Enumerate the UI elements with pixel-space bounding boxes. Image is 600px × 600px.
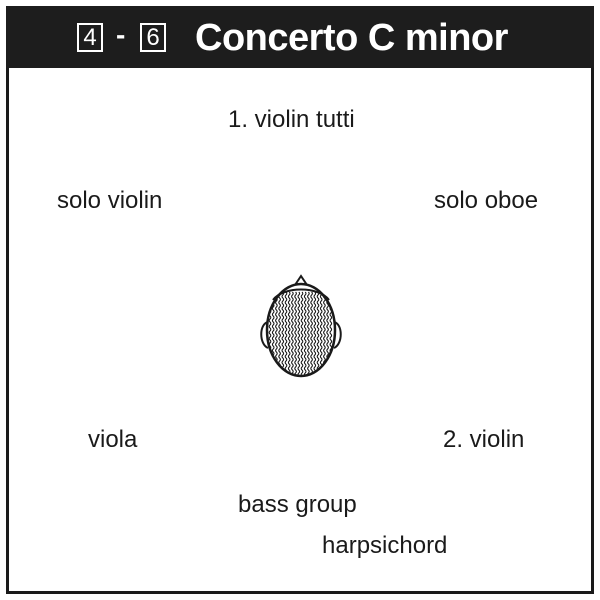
track-range-separator: - [116, 19, 126, 50]
label-harpsichord: harpsichord [322, 532, 448, 559]
track-end-box: 6 [140, 23, 166, 52]
track-start-box: 4 [77, 23, 103, 52]
hair-strand [300, 291, 304, 376]
hair-strand [319, 291, 323, 376]
hair-strand [303, 291, 307, 376]
label-solo-oboe: solo oboe [434, 187, 539, 214]
hair-strand [307, 291, 310, 376]
title-bar: 4 - 6 Concerto C minor [6, 6, 594, 68]
label-bass-group: bass group [238, 491, 357, 518]
hair-strand [291, 291, 294, 376]
hair-strand [287, 291, 291, 376]
hair-strand [297, 291, 301, 376]
label-violin-2: 2. violin [443, 426, 525, 453]
label-viola: viola [88, 426, 138, 453]
hair-strand [281, 291, 285, 376]
listener-head-icon [260, 274, 342, 378]
hair-strand [284, 291, 288, 376]
hair-strand [316, 291, 320, 376]
hair-strand [268, 291, 272, 376]
page-title: Concerto C minor [195, 17, 508, 59]
label-violin-tutti-1: 1. violin tutti [228, 106, 355, 133]
hair-strand [310, 291, 313, 376]
label-solo-violin: solo violin [57, 187, 163, 214]
hair-strand [313, 291, 317, 376]
hair-strand [294, 291, 297, 376]
